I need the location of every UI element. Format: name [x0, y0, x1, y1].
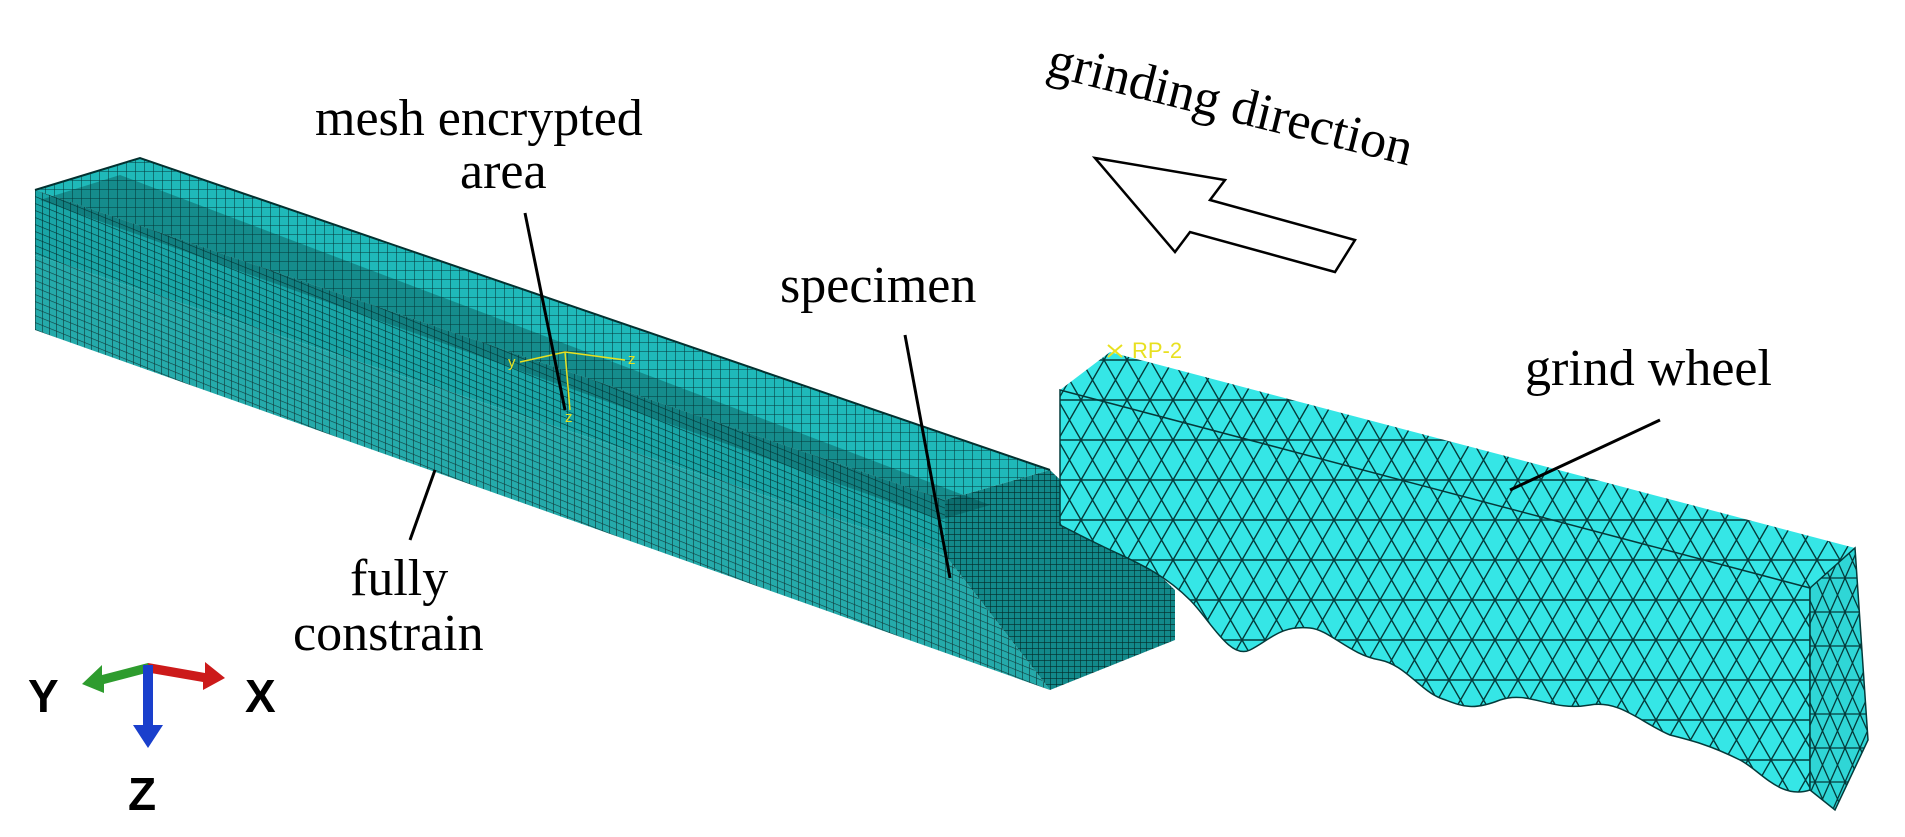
- reference-point-label: RP-2: [1132, 338, 1182, 363]
- z-axis-arrow: [133, 665, 163, 748]
- reference-point: RP-2: [1107, 338, 1182, 363]
- wheel-top-face: [1060, 352, 1855, 588]
- grind-wheel: [1059, 352, 1869, 812]
- wheel-end-face: [1809, 546, 1869, 812]
- constraint-leader: [408, 469, 437, 541]
- mesh-encrypted-zone: [40, 175, 990, 520]
- z-axis-label: Z: [128, 768, 156, 820]
- grind-wheel-leader: [1509, 418, 1661, 492]
- specimen-side-face: [35, 255, 1050, 690]
- y-axis-label: Y: [28, 670, 59, 722]
- x-axis-label: X: [245, 670, 276, 722]
- specimen-front-face: [35, 190, 945, 555]
- local-x-label: z: [565, 409, 573, 426]
- grinding-direction-label: grinding direction: [1042, 31, 1419, 177]
- specimen-end-face: [945, 470, 1175, 690]
- specimen-leader: [903, 334, 952, 579]
- y-axis-arrow: [82, 663, 150, 693]
- specimen-bar: [34, 156, 1175, 690]
- constraint-label-line1: fully: [350, 550, 448, 607]
- grinding-direction-arrow: [1091, 156, 1357, 274]
- local-z-label: z: [628, 351, 636, 368]
- x-axis-arrow: [145, 662, 225, 690]
- grind-wheel-label: grind wheel: [1525, 340, 1772, 397]
- mesh-area-leader: [523, 212, 567, 411]
- mesh-area-label-line1: mesh encrypted: [315, 90, 643, 147]
- mesh-area-label-line2: area: [460, 143, 547, 200]
- local-y-label: y: [508, 354, 516, 371]
- global-axis-triad: Y X Z: [28, 662, 276, 820]
- wheel-front-face: [1059, 389, 1811, 793]
- constraint-label-line2: constrain: [293, 605, 484, 662]
- specimen-top-face: [35, 158, 1050, 500]
- specimen-label: specimen: [780, 257, 976, 314]
- local-coordinate-system: y z z: [508, 351, 636, 426]
